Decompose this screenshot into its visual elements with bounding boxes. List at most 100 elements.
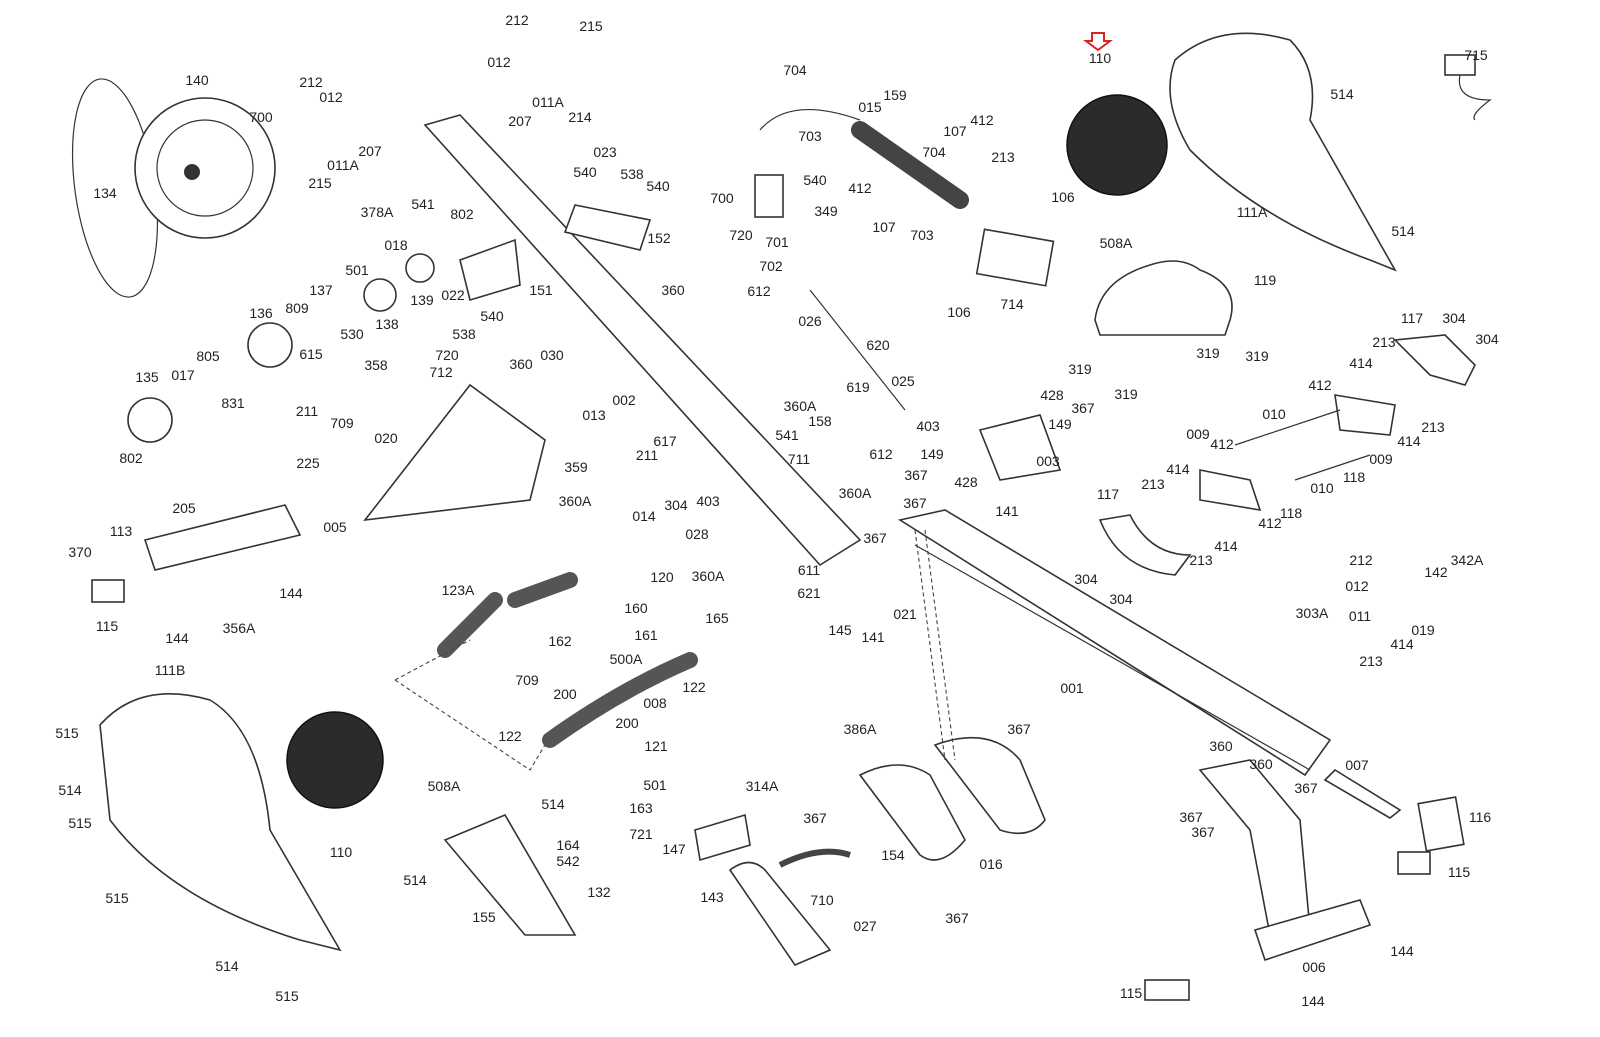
part-label-016: 016: [979, 856, 1003, 872]
part-label-619: 619: [846, 379, 870, 395]
part-label-360: 360: [661, 282, 685, 298]
part-label-117: 117: [1097, 486, 1120, 502]
part-label-111B: 111B: [155, 662, 186, 678]
part-label-360: 360: [1249, 756, 1273, 772]
shield-020: [363, 383, 546, 522]
part-label-367: 367: [1071, 400, 1095, 416]
part-label-002: 002: [612, 392, 636, 408]
part-label-720: 720: [729, 227, 753, 243]
part-label-703: 703: [910, 227, 934, 243]
roller-bracket-009b: [1334, 394, 1396, 436]
part-label-403: 403: [916, 418, 940, 434]
part-label-530: 530: [340, 326, 364, 342]
part-label-111A: 111A: [1237, 204, 1268, 220]
part-label-360A: 360A: [559, 493, 592, 509]
console-rods-025: [809, 289, 906, 411]
part-label-162: 162: [548, 633, 572, 649]
part-label-304: 304: [1109, 591, 1133, 607]
part-label-213: 213: [1372, 334, 1396, 350]
part-label-022: 022: [441, 287, 465, 303]
part-label-709: 709: [330, 415, 354, 431]
part-label-710: 710: [810, 892, 834, 908]
part-label-367: 367: [904, 467, 928, 483]
part-label-005: 005: [323, 519, 347, 535]
part-label-358: 358: [364, 357, 388, 373]
part-label-303A: 303A: [1296, 605, 1329, 621]
part-label-015: 015: [858, 99, 882, 115]
part-label-342A: 342A: [1451, 552, 1484, 568]
part-label-135: 135: [135, 369, 159, 385]
pedal-bracket-147: [694, 813, 751, 862]
part-label-611: 611: [798, 562, 821, 578]
endcap-115-rear: [1397, 851, 1431, 875]
part-label-132: 132: [587, 884, 611, 900]
part-label-225: 225: [296, 455, 320, 471]
part-label-356A: 356A: [223, 620, 256, 636]
part-label-117: 117: [1401, 310, 1424, 326]
part-label-367: 367: [945, 910, 969, 926]
part-label-319: 319: [1196, 345, 1220, 361]
part-label-136: 136: [249, 305, 273, 321]
part-label-001: 001: [1060, 680, 1084, 696]
part-label-009: 009: [1369, 451, 1393, 467]
endcap-115-bottom: [1144, 979, 1190, 1001]
part-label-008: 008: [643, 695, 667, 711]
part-label-139: 139: [410, 292, 434, 308]
part-label-149: 149: [1048, 416, 1072, 432]
part-label-122: 122: [682, 679, 706, 695]
handlebar-008: [542, 652, 698, 748]
part-label-715: 715: [1464, 47, 1488, 63]
part-label-161: 161: [634, 627, 658, 643]
frame-002: [423, 114, 862, 567]
part-label-700: 700: [249, 109, 273, 125]
part-label-412: 412: [970, 112, 994, 128]
part-label-212: 212: [505, 12, 529, 28]
part-label-414: 414: [1349, 355, 1373, 371]
part-label-501: 501: [345, 262, 369, 278]
part-label-120: 120: [650, 569, 674, 585]
part-label-620: 620: [866, 337, 890, 353]
part-label-152: 152: [647, 230, 671, 246]
part-label-541: 541: [775, 427, 799, 443]
part-label-115: 115: [96, 618, 119, 634]
part-label-149: 149: [920, 446, 944, 462]
tension-knob-701: [754, 174, 784, 218]
part-label-540: 540: [480, 308, 504, 324]
part-label-151: 151: [529, 282, 553, 298]
endcap-115: [91, 579, 125, 603]
part-label-540: 540: [803, 172, 827, 188]
console-714: [975, 228, 1055, 287]
part-label-119: 119: [1254, 272, 1277, 288]
part-label-367: 367: [1191, 824, 1215, 840]
cover-111A: [1169, 32, 1397, 272]
part-label-542: 542: [556, 853, 580, 869]
part-label-540: 540: [573, 164, 597, 180]
highlight-arrow-icon: [1083, 32, 1113, 52]
part-label-700: 700: [710, 190, 734, 206]
part-label-010: 010: [1310, 480, 1334, 496]
part-label-118: 118: [1280, 505, 1303, 521]
part-label-541: 541: [411, 196, 435, 212]
part-label-428: 428: [1040, 387, 1064, 403]
part-label-538: 538: [620, 166, 644, 182]
part-label-017: 017: [171, 367, 195, 383]
part-label-011A: 011A: [327, 157, 359, 173]
part-label-121: 121: [644, 738, 668, 754]
part-label-414: 414: [1397, 433, 1421, 449]
part-label-617: 617: [653, 433, 677, 449]
part-label-514: 514: [403, 872, 427, 888]
part-label-367: 367: [1179, 809, 1203, 825]
part-label-367: 367: [1294, 780, 1318, 796]
part-label-501: 501: [643, 777, 667, 793]
part-label-014: 014: [632, 508, 656, 524]
part-label-019: 019: [1411, 622, 1435, 638]
part-label-213: 213: [1421, 419, 1445, 435]
part-label-138: 138: [375, 316, 399, 332]
part-label-134: 134: [93, 185, 117, 201]
rear-stabilizer: [1253, 899, 1372, 962]
part-label-110: 110: [1089, 50, 1112, 66]
rail-001: [897, 509, 1332, 777]
part-label-215: 215: [308, 175, 332, 191]
part-label-403: 403: [696, 493, 720, 509]
part-label-107: 107: [943, 123, 967, 139]
